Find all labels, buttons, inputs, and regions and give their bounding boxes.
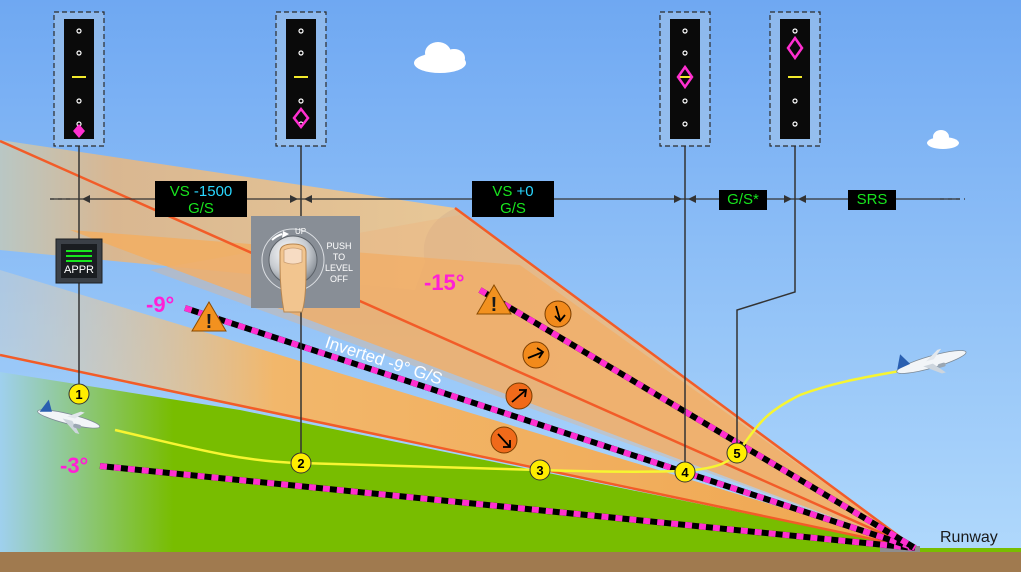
push-to-level-off-panel: UP PUSH TO LEVEL OFF (251, 216, 360, 313)
timeline-arrows (82, 195, 806, 203)
fma-armed: G/S (188, 200, 214, 217)
deviation-indicator-4 (769, 11, 821, 147)
push-label-line: OFF (330, 274, 348, 284)
glideslope-minus3 (99, 463, 916, 551)
diamond-icon (676, 64, 694, 90)
glideslope-minus9 (184, 305, 916, 551)
glideslope-minus15 (478, 287, 917, 551)
deviation-indicator-3 (659, 11, 711, 147)
fma-mode: VS (492, 183, 513, 200)
fma-armed: G/S (500, 200, 526, 217)
up-label: UP (295, 227, 306, 236)
fma-value: +0 (516, 183, 534, 200)
svg-text:!: ! (491, 294, 498, 316)
trend-down-icon (544, 300, 572, 328)
deviation-indicator-2 (275, 11, 327, 147)
trend-right-icon (522, 341, 550, 369)
trend-down-right-icon (490, 426, 518, 454)
deviation-indicator-1 (53, 11, 105, 147)
appr-label: APPR (64, 264, 94, 276)
step-marker-4: 4 (674, 461, 696, 483)
fma-box-vs-0: VS +0 G/S (472, 181, 554, 217)
svg-text:!: ! (206, 311, 213, 333)
warning-icon: ! (191, 301, 227, 333)
ground (0, 372, 1021, 552)
trend-up-right-icon (505, 382, 533, 410)
runway-label: Runway (940, 529, 998, 546)
angle-label-minus15: -15° (424, 270, 465, 295)
fma-box-srs: SRS (848, 190, 896, 210)
diamond-icon (292, 106, 310, 130)
cloud (927, 130, 959, 149)
fma-label: SRS (856, 191, 888, 208)
svg-text:4: 4 (681, 465, 689, 480)
step-marker-3: 3 (529, 459, 551, 481)
step-marker-1: 1 (68, 383, 90, 405)
aircraft-icon (896, 348, 967, 374)
fma-label: G/S* (727, 191, 759, 208)
angle-label-minus9: -9° (146, 292, 175, 317)
svg-text:3: 3 (536, 463, 543, 478)
push-label-line: LEVEL (325, 263, 353, 273)
soil (0, 552, 1021, 572)
svg-text:2: 2 (297, 456, 304, 471)
push-label-line: PUSH (326, 241, 351, 251)
warning-icon: ! (476, 284, 512, 316)
fma-mode: VS (169, 183, 190, 200)
diamond-icon (786, 35, 804, 61)
push-label-line: TO (333, 252, 345, 262)
svg-text:5: 5 (733, 446, 740, 461)
svg-text:1: 1 (75, 387, 82, 402)
appr-button: APPR (55, 238, 103, 284)
fma-value: -1500 (193, 183, 233, 200)
diamond-icon (73, 124, 85, 138)
step-marker-5: 5 (726, 442, 748, 464)
angle-label-minus3: -3° (60, 453, 89, 478)
fma-box-gs-star: G/S* (719, 190, 767, 210)
fma-box-vs-1500: VS -1500 G/S (155, 181, 247, 217)
cloud (414, 42, 466, 73)
aircraft-icon (37, 399, 101, 434)
step-marker-2: 2 (290, 452, 312, 474)
